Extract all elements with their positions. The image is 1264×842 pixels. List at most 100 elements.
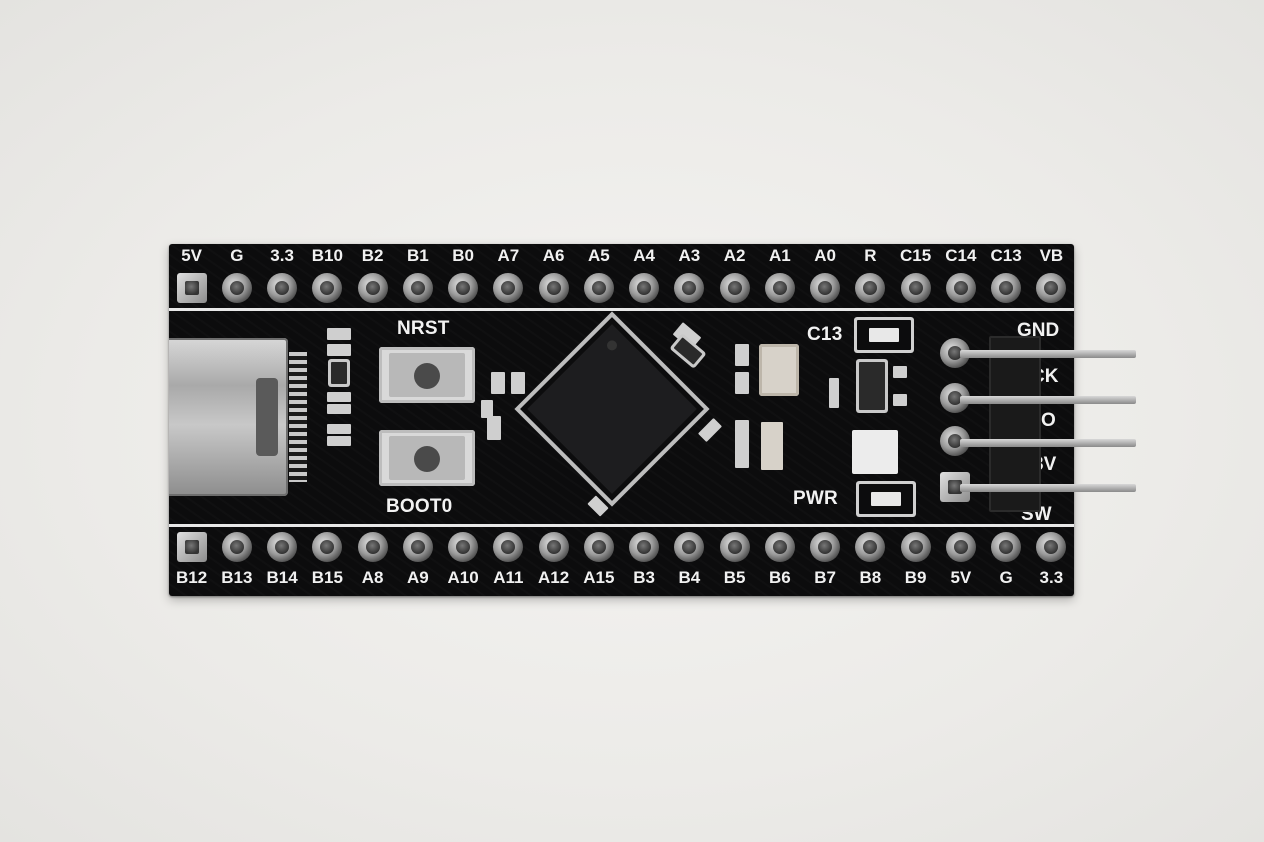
pin-label: B7 (814, 568, 836, 587)
pin1-marker (604, 338, 620, 353)
top-pad-row (169, 273, 1074, 303)
pad (267, 532, 298, 562)
pad (493, 273, 524, 303)
pin-label: B1 (407, 246, 429, 265)
c13-led-lens (869, 328, 899, 342)
smd-component (511, 372, 525, 394)
pad (719, 532, 750, 562)
pad (357, 532, 388, 562)
pin-label: A5 (588, 246, 610, 265)
pad (493, 532, 524, 562)
pad (221, 532, 252, 562)
pin-label: 3.3 (270, 246, 294, 265)
pin-label: A1 (769, 246, 791, 265)
microcontroller-chip (527, 324, 697, 494)
pad (538, 273, 569, 303)
silkscreen-line (169, 308, 1074, 311)
pin-label: G (999, 568, 1013, 587)
pad (810, 532, 841, 562)
pin-label: B8 (859, 568, 882, 587)
smd-component (331, 362, 347, 384)
smd-component (893, 366, 907, 378)
silkscreen-line (169, 524, 1074, 527)
pad (1036, 532, 1067, 562)
boot0-label: BOOT0 (386, 496, 453, 517)
pad (357, 273, 388, 303)
pad (176, 273, 207, 303)
reset-button-cap[interactable] (414, 363, 440, 389)
pin-label: B0 (452, 246, 474, 265)
voltage-regulator (859, 362, 885, 410)
pin-label: A9 (407, 568, 429, 587)
pad (448, 273, 479, 303)
c13-led-label: C13 (807, 324, 843, 345)
pin-label: 5V (181, 246, 203, 265)
pad (674, 532, 705, 562)
pin-label: A4 (633, 246, 655, 265)
nrst-label: NRST (397, 318, 450, 339)
pad (900, 273, 931, 303)
top-pin-labels: 5V G 3.3 B10 B2 B1 B0 A7 A6 A5 A4 A3 A2 … (169, 246, 1074, 266)
boot-button[interactable] (379, 430, 475, 486)
pad (764, 532, 795, 562)
pin-label: B12 (176, 568, 208, 587)
pad (583, 532, 614, 562)
pad (855, 273, 886, 303)
swd-header-pin (960, 396, 1136, 404)
swd-header-pin (960, 484, 1136, 492)
pad (719, 273, 750, 303)
reset-button[interactable] (379, 347, 475, 403)
pin-label: B14 (266, 568, 298, 587)
pin-label: C13 (990, 246, 1022, 265)
pad (448, 532, 479, 562)
swd-label-io: O (1041, 410, 1056, 431)
usb-slot (256, 378, 278, 456)
pin-label: B13 (221, 568, 253, 587)
bottom-pad-row (169, 532, 1074, 562)
pin-label: A11 (493, 568, 524, 587)
pad (312, 273, 343, 303)
pad (900, 532, 931, 562)
smd-component (327, 436, 351, 446)
boot-button-cap[interactable] (414, 446, 440, 472)
pin-label: VB (1039, 246, 1064, 265)
pad (945, 532, 976, 562)
pin-label: B9 (904, 568, 927, 587)
pad (945, 273, 976, 303)
swd-header[interactable] (989, 336, 1041, 512)
smd-component (893, 394, 907, 406)
white-pad (852, 430, 898, 474)
smd-component (487, 416, 501, 440)
usb-c-connector (169, 338, 288, 496)
pad (267, 273, 298, 303)
smd-component (481, 400, 493, 418)
smd-component (587, 495, 609, 517)
crystal-small (761, 422, 783, 470)
pad (629, 532, 660, 562)
smd-component (829, 378, 839, 408)
pad (402, 273, 433, 303)
bottom-pin-labels: B12 B13 B14 B15 A8 A9 A10 A11 A12 A15 B3… (169, 568, 1074, 588)
pin-label: C15 (900, 246, 932, 265)
pwr-led-lens (871, 492, 901, 506)
pin-label: B3 (633, 568, 655, 587)
smd-component (735, 344, 749, 366)
pad (1036, 273, 1067, 303)
pin-label: A12 (538, 568, 570, 587)
smd-component (697, 417, 723, 443)
pin-label: A15 (583, 568, 615, 587)
pin-label: 3.3 (1039, 568, 1064, 587)
pin-label: R (864, 246, 877, 265)
crystal-oscillator (759, 344, 799, 396)
pad (176, 532, 207, 562)
pad (991, 532, 1022, 562)
pin-label: B15 (311, 568, 343, 587)
pad (221, 273, 252, 303)
pin-label: B10 (311, 246, 343, 265)
pwr-led-label: PWR (793, 488, 838, 509)
swd-header-pin (960, 439, 1136, 447)
pin-label: A0 (814, 246, 836, 265)
pad (810, 273, 841, 303)
pin-label: A6 (542, 246, 565, 265)
pad (991, 273, 1022, 303)
